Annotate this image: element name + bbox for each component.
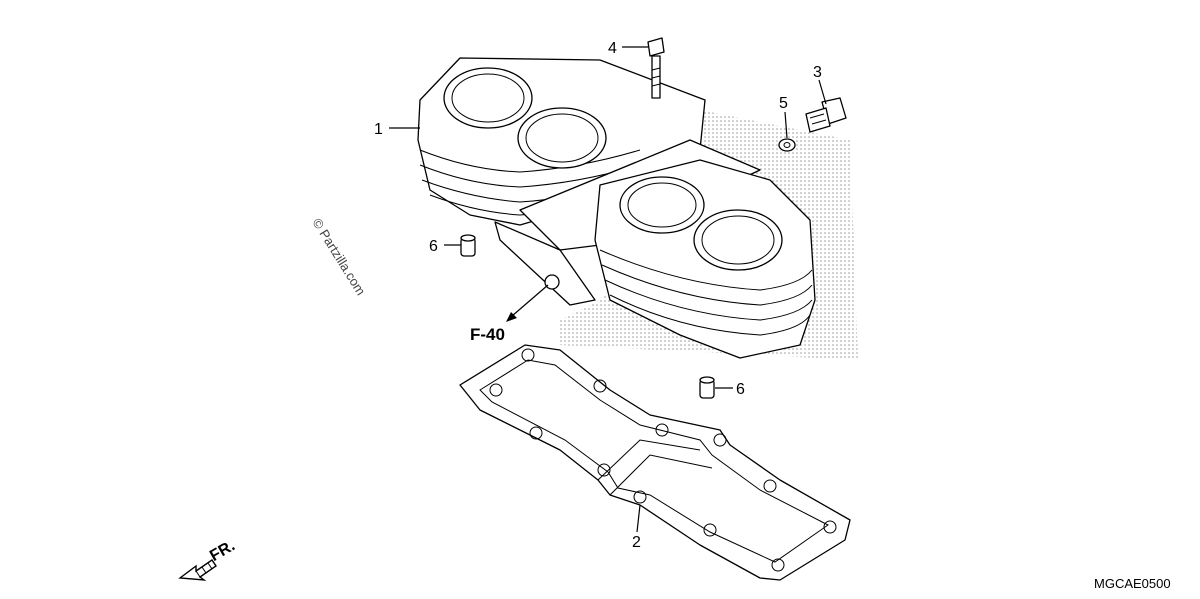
watermark: © Partzilla.com — [309, 216, 368, 298]
diagram-code: MGCAE0500 — [1094, 576, 1171, 591]
gasket — [459, 344, 851, 581]
callout-4: 4 — [608, 40, 617, 57]
reference-label: F-40 — [470, 325, 505, 344]
bolt — [647, 37, 665, 99]
dowel-pin-lower — [699, 376, 715, 399]
callout-5: 5 — [779, 95, 788, 112]
dowel-pin-upper — [460, 234, 476, 257]
callout-6-upper: 6 — [429, 238, 438, 255]
front-direction-arrow-icon — [178, 559, 217, 581]
washer — [778, 138, 796, 152]
callout-2: 2 — [632, 534, 641, 551]
leader-lines — [389, 46, 827, 533]
callout-6-lower: 6 — [736, 381, 745, 398]
sensor — [805, 97, 847, 133]
cylinder-block — [417, 57, 816, 359]
callout-1: 1 — [374, 121, 383, 138]
callout-3: 3 — [813, 64, 822, 81]
